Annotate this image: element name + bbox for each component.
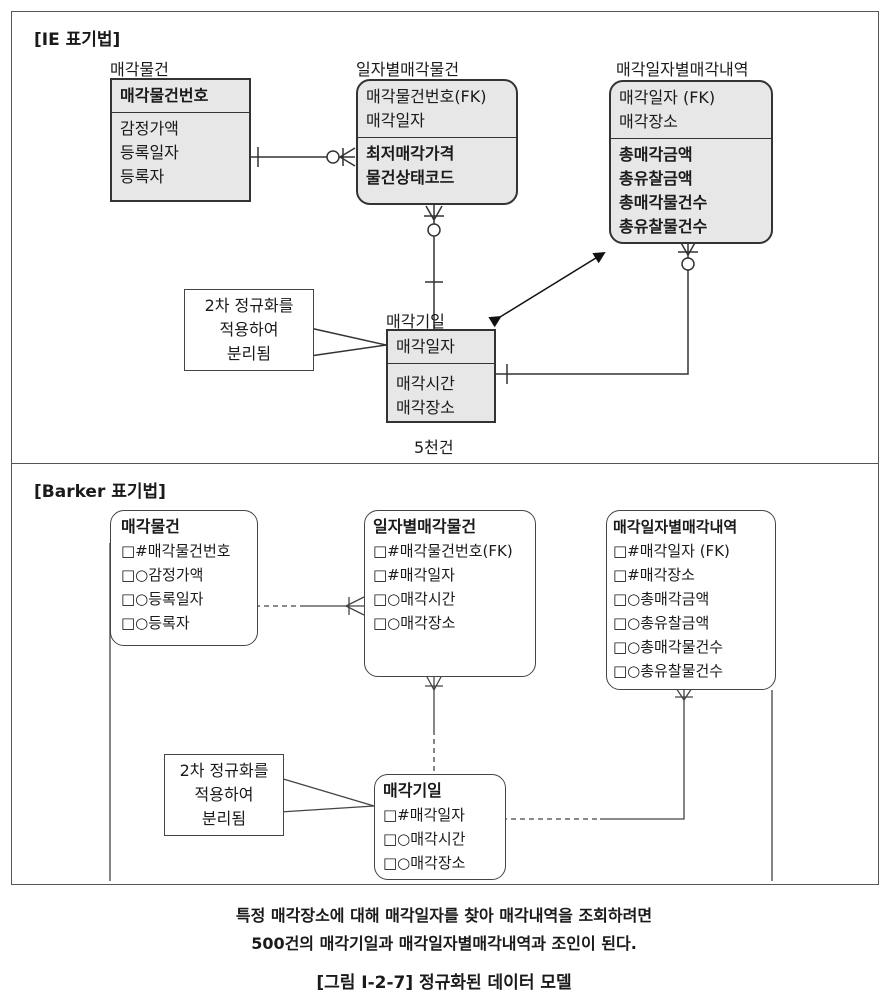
attribute: □○총유찰물건수 xyxy=(613,662,724,680)
ie-entity-a-attrs: 감정가액 등록일자 등록자 xyxy=(112,113,249,193)
ie-double-arrow xyxy=(488,251,606,328)
attribute: 등록자 xyxy=(120,167,165,186)
pk-attribute: 매각물건번호(FK) xyxy=(366,87,487,106)
barker-entity-b: 일자별매각물건 □#매각물건번호(FK) □#매각일자 □○매각시간 □○매각장… xyxy=(364,510,536,677)
ie-section-label: [IE 표기법] xyxy=(34,30,121,50)
attribute: 매각시간 xyxy=(396,374,455,393)
caption-line-1: 특정 매각장소에 대해 매각일자를 찾아 매각내역을 조회하려면 xyxy=(235,906,653,925)
ie-entity-b: 매각물건번호(FK) 매각일자 최저매각가격 물건상태코드 xyxy=(356,79,518,205)
entity-title: 매각일자별매각내역 xyxy=(613,518,738,536)
pk-attribute: 매각일자 xyxy=(396,337,455,356)
pk-attribute: 매각일자 xyxy=(366,111,425,130)
note-line: 적용하여 xyxy=(194,785,254,804)
pk-attribute: 매각일자 (FK) xyxy=(619,88,716,107)
figure-title: [그림 Ⅰ-2-7] 정규화된 데이터 모델 xyxy=(316,973,572,993)
attribute: 물건상태코드 xyxy=(366,168,455,187)
attribute: 등록일자 xyxy=(120,143,179,162)
pk-attribute: 매각장소 xyxy=(619,112,678,131)
ie-entity-b-pk: 매각물건번호(FK) 매각일자 xyxy=(358,81,516,138)
entity-title: 매각물건 xyxy=(121,517,180,536)
ie-entity-a-name: 매각물건 xyxy=(110,60,169,79)
attribute: □#매각일자 xyxy=(373,566,455,584)
attribute: □○매각시간 xyxy=(373,590,456,608)
attribute: □#매각물건번호(FK) xyxy=(373,542,513,560)
ie-count-label: 5천건 xyxy=(414,438,454,457)
ie-entity-d-attrs: 매각시간 매각장소 xyxy=(388,364,494,424)
ie-entity-d-name: 매각기일 xyxy=(386,312,445,331)
note-line: 적용하여 xyxy=(219,320,279,339)
ie-entity-c-attrs: 총매각금액 총유찰금액 총매각물건수 총유찰물건수 xyxy=(611,139,771,243)
attribute: □○등록일자 xyxy=(121,590,204,608)
attribute: □#매각일자 (FK) xyxy=(613,542,730,560)
attribute: □○총유찰금액 xyxy=(613,614,710,632)
barker-entity-a: 매각물건 □#매각물건번호 □○감정가액 □○등록일자 □○등록자 xyxy=(110,510,258,646)
attribute: 총매각물건수 xyxy=(619,193,708,212)
pk-attribute: 매각물건번호 xyxy=(120,86,209,105)
note-line: 2차 정규화를 xyxy=(179,761,269,780)
attribute: 감정가액 xyxy=(120,119,179,138)
ie-entity-b-attrs: 최저매각가격 물건상태코드 xyxy=(358,138,516,194)
attribute: 총유찰금액 xyxy=(619,169,693,188)
attribute: 최저매각가격 xyxy=(366,144,455,163)
attribute: □○매각장소 xyxy=(383,854,466,872)
attribute: □#매각일자 xyxy=(383,806,465,824)
note-line: 분리됨 xyxy=(201,809,247,828)
attribute: □#매각물건번호 xyxy=(121,542,231,560)
ie-entity-c-pk: 매각일자 (FK) 매각장소 xyxy=(611,82,771,139)
attribute: 총유찰물건수 xyxy=(619,217,708,236)
ie-entity-a-pk: 매각물건번호 xyxy=(112,80,249,113)
ie-entity-c: 매각일자 (FK) 매각장소 총매각금액 총유찰금액 총매각물건수 총유찰물건수 xyxy=(609,80,773,244)
note-line: 분리됨 xyxy=(226,344,272,363)
attribute: □○감정가액 xyxy=(121,566,204,584)
attribute: □○총매각금액 xyxy=(613,590,710,608)
attribute: 총매각금액 xyxy=(619,145,693,164)
ie-entity-d-pk: 매각일자 xyxy=(388,331,494,364)
entity-title: 매각기일 xyxy=(383,781,442,800)
attribute: □○매각시간 xyxy=(383,830,466,848)
ie-entity-c-name: 매각일자별매각내역 xyxy=(616,60,749,79)
ie-entity-b-name: 일자별매각물건 xyxy=(356,60,460,79)
attribute: □○등록자 xyxy=(121,614,190,632)
barker-entity-c: 매각일자별매각내역 □#매각일자 (FK) □#매각장소 □○총매각금액 □○총… xyxy=(606,510,776,690)
attribute: □○총매각물건수 xyxy=(613,638,724,656)
barker-note: 2차 정규화를 적용하여 분리됨 xyxy=(164,754,284,836)
barker-entity-d: 매각기일 □#매각일자 □○매각시간 □○매각장소 xyxy=(374,774,506,880)
entity-title: 일자별매각물건 xyxy=(373,517,477,536)
note-line: 2차 정규화를 xyxy=(204,296,294,315)
ie-entity-a: 매각물건번호 감정가액 등록일자 등록자 xyxy=(110,78,251,202)
ie-note: 2차 정규화를 적용하여 분리됨 xyxy=(184,289,314,371)
attribute: 매각장소 xyxy=(396,398,455,417)
attribute: □○매각장소 xyxy=(373,614,456,632)
ie-rel-d-c xyxy=(496,240,689,375)
caption-line-2: 500건의 매각기일과 매각일자별매각내역과 조인이 된다. xyxy=(251,934,637,953)
barker-section-label: [Barker 표기법] xyxy=(34,482,166,502)
attribute: □#매각장소 xyxy=(613,566,695,584)
ie-entity-d: 매각일자 매각시간 매각장소 xyxy=(386,329,496,423)
